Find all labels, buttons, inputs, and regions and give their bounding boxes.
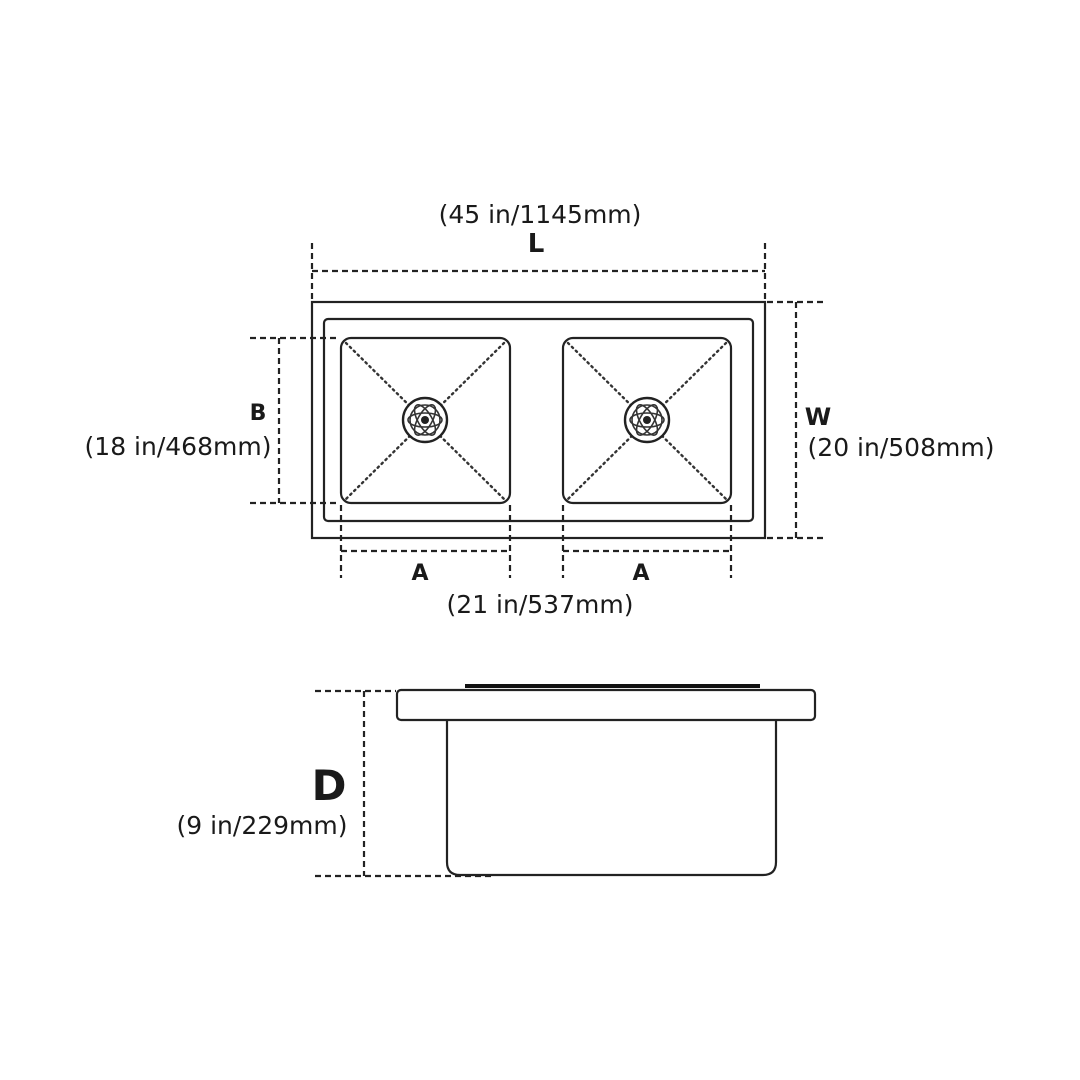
length-dimension: (45 in/1145mm) L xyxy=(310,200,767,300)
depth-dimension: D (9 in/229mm) xyxy=(177,689,492,878)
width-dimension: W (20 in/508mm) xyxy=(767,300,995,540)
bowl-depth-dimension: B (18 in/468mm) xyxy=(85,336,340,505)
bowl-right-outline xyxy=(561,336,733,505)
bowl-right xyxy=(561,336,733,505)
length-letter-label: L xyxy=(528,229,545,259)
a-right-letter-label: A xyxy=(632,561,649,586)
side-view: D (9 in/229mm) xyxy=(177,684,817,878)
w-letter-label: W xyxy=(805,403,831,431)
sink-bowl-profile xyxy=(445,720,778,877)
d-value-label: (9 in/229mm) xyxy=(177,811,348,840)
a-value-label: (21 in/537mm) xyxy=(447,590,634,619)
length-value-label: (45 in/1145mm) xyxy=(439,200,642,229)
sink-inner-lip xyxy=(322,317,755,523)
d-letter-label: D xyxy=(312,761,347,810)
bowl-left xyxy=(339,336,512,505)
b-value-label: (18 in/468mm) xyxy=(85,432,272,461)
a-left-letter-label: A xyxy=(411,561,428,586)
b-letter-label: B xyxy=(250,401,267,426)
drain-icon xyxy=(623,396,671,444)
drain-icon xyxy=(401,396,449,444)
bowl-left-outline xyxy=(339,336,512,505)
top-view: (45 in/1145mm) L xyxy=(85,200,995,619)
bowl-width-dimension: A A (21 in/537mm) xyxy=(339,505,733,619)
sink-outer-rim xyxy=(310,300,767,540)
w-value-label: (20 in/508mm) xyxy=(808,433,995,462)
sink-rim-profile xyxy=(395,688,817,722)
